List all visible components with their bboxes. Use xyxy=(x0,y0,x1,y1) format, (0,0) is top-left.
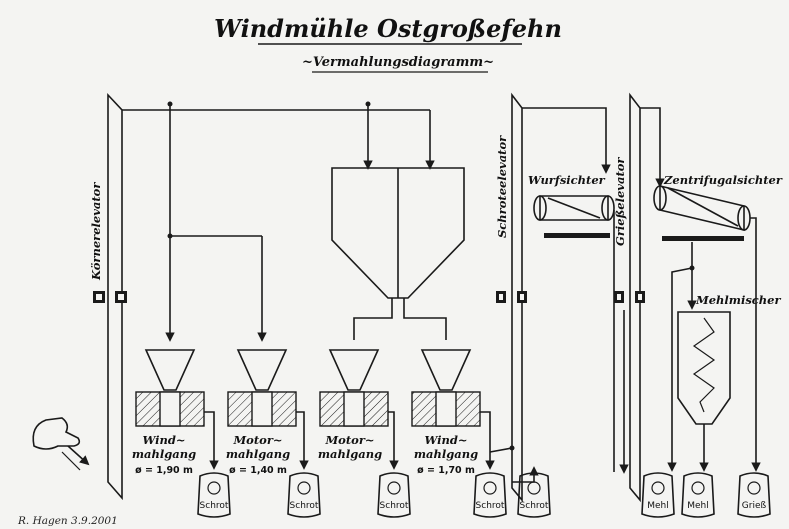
svg-text:Mehl: Mehl xyxy=(687,501,709,511)
grits-elevator-label: Grießelevator xyxy=(613,157,627,246)
grain-distribution xyxy=(165,101,435,342)
coarse-elevator: Schroteelevator xyxy=(495,92,611,503)
svg-text:Motor~: Motor~ xyxy=(232,433,282,447)
mill-4 xyxy=(411,349,481,427)
mill-4-label: Wind~ mahlgang ø = 1,70 m xyxy=(414,433,478,476)
hand-pouring-icon xyxy=(32,417,90,471)
bag-schrot-1: Schrot xyxy=(197,472,231,518)
throw-sifter: Wurfsichter xyxy=(528,173,615,472)
svg-text:mahlgang: mahlgang xyxy=(318,447,382,461)
grain-elevator: Körnerelevator xyxy=(89,92,430,501)
flour-mixer: Mehlmischer xyxy=(677,293,781,472)
mill-2-label: Motor~ mahlgang ø = 1,40 m xyxy=(226,433,290,476)
bag-schrot-4: Schrot xyxy=(473,472,507,518)
svg-text:Wind~: Wind~ xyxy=(142,433,185,447)
svg-text:mahlgang: mahlgang xyxy=(226,447,290,461)
mill-outlets xyxy=(204,411,515,470)
mill-3 xyxy=(319,349,389,427)
page-title: Windmühle Ostgroßefehn xyxy=(214,14,562,43)
mill-2 xyxy=(227,349,297,427)
svg-text:Schrot: Schrot xyxy=(476,501,505,511)
mill-1 xyxy=(135,349,205,427)
bag-mehl-2: Mehl xyxy=(681,472,715,518)
svg-text:Schrot: Schrot xyxy=(380,501,409,511)
signature: R. Hagen 3.9.2001 xyxy=(17,515,118,527)
bag-schrot-2: Schrot xyxy=(287,472,321,518)
svg-text:Mehl: Mehl xyxy=(647,501,669,511)
bag-griess: Grieß xyxy=(737,472,771,518)
flour-mixer-label: Mehlmischer xyxy=(695,293,781,307)
centrifugal-sifter: Zentrifugalsichter xyxy=(653,173,783,472)
svg-text:Schrot: Schrot xyxy=(520,501,549,511)
svg-text:mahlgang: mahlgang xyxy=(414,447,478,461)
svg-text:Schrot: Schrot xyxy=(200,501,229,511)
svg-text:ø = 1,70 m: ø = 1,70 m xyxy=(417,465,475,476)
svg-text:ø = 1,40 m: ø = 1,40 m xyxy=(229,465,287,476)
bag-mehl-1: Mehl xyxy=(641,472,675,518)
grain-bin xyxy=(331,167,465,340)
page-subtitle: ~Vermahlungsdiagramm~ xyxy=(302,55,494,70)
svg-text:ø = 1,90 m: ø = 1,90 m xyxy=(135,465,193,476)
svg-text:Schrot: Schrot xyxy=(290,501,319,511)
mill-3-label: Motor~ mahlgang xyxy=(318,433,382,461)
svg-text:Grieß: Grieß xyxy=(742,501,767,511)
grits-elevator: Grießelevator xyxy=(613,92,665,503)
bag-schrot-5: Schrot xyxy=(517,472,551,518)
svg-text:Motor~: Motor~ xyxy=(324,433,374,447)
bag-schrot-3: Schrot xyxy=(377,472,411,518)
grain-elevator-label: Körnerelevator xyxy=(89,182,103,281)
svg-text:Wind~: Wind~ xyxy=(424,433,467,447)
coarse-elevator-label: Schroteelevator xyxy=(495,135,509,238)
svg-text:mahlgang: mahlgang xyxy=(132,447,196,461)
throw-sifter-label: Wurfsichter xyxy=(528,173,606,187)
centrifugal-sifter-label: Zentrifugalsichter xyxy=(663,173,783,187)
mill-1-label: Wind~ mahlgang ø = 1,90 m xyxy=(132,433,196,476)
